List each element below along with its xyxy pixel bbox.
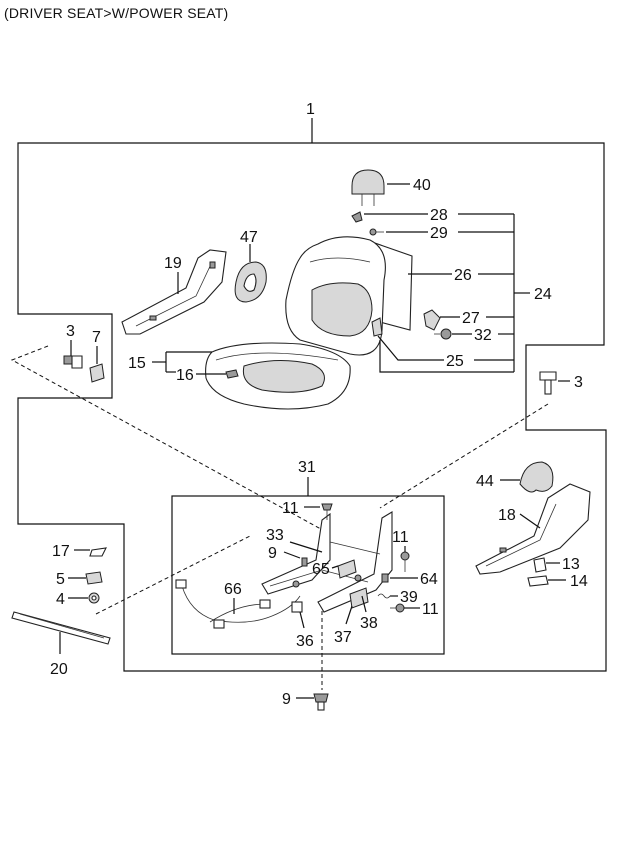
plug-14	[527, 575, 549, 587]
seat-cushion-15	[205, 342, 351, 410]
callout-3-left: 3	[66, 323, 75, 340]
callout-9-top: 9	[268, 545, 277, 562]
side-cover-19	[121, 249, 227, 335]
leader-25	[377, 335, 444, 361]
callout-28: 28	[430, 207, 448, 224]
leader-38	[361, 595, 367, 613]
callout-20: 20	[50, 661, 68, 678]
clip-28	[351, 211, 363, 223]
callout-17: 17	[52, 543, 70, 560]
screw-29	[369, 228, 384, 236]
callout-25: 25	[446, 353, 464, 370]
assembly-frame	[17, 142, 607, 672]
cover-47	[234, 261, 267, 303]
callout-31: 31	[298, 459, 316, 476]
callout-32: 32	[474, 327, 492, 344]
callout-24: 24	[534, 286, 552, 303]
seat-back-26	[285, 236, 413, 356]
leader-33	[289, 541, 323, 553]
bolt-32	[434, 328, 452, 340]
lever-27	[423, 309, 441, 331]
callout-36: 36	[296, 633, 314, 650]
callout-5: 5	[56, 571, 65, 588]
callout-19: 19	[164, 255, 182, 272]
callout-18: 18	[498, 507, 516, 524]
cap-13	[533, 557, 547, 573]
dashed-guide-harness	[95, 535, 251, 615]
callout-65: 65	[312, 561, 330, 578]
callout-33: 33	[266, 527, 284, 544]
callout-11-lower: 11	[422, 601, 439, 618]
callout-29: 29	[430, 225, 448, 242]
clip-5	[85, 571, 103, 585]
callout-39: 39	[400, 589, 418, 606]
callout-66: 66	[224, 581, 242, 598]
callout-26: 26	[454, 267, 472, 284]
leader-9-top	[283, 551, 301, 559]
callout-7: 7	[92, 329, 101, 346]
callout-13: 13	[562, 556, 580, 573]
dashed-guide-right	[379, 403, 549, 509]
clip-16	[225, 369, 239, 379]
bolt-3-left	[63, 355, 83, 369]
headrest-40	[351, 169, 385, 206]
leader-36	[299, 611, 305, 629]
knob-25	[371, 317, 383, 337]
bolt-11-right	[400, 551, 410, 572]
bolt-9-frame	[301, 557, 308, 567]
callout-47: 47	[240, 229, 258, 246]
spring-39	[377, 593, 391, 599]
callout-11-top: 11	[282, 500, 299, 517]
callout-4: 4	[56, 591, 65, 608]
callout-14: 14	[570, 573, 588, 590]
diagram-header: (DRIVER SEAT>W/POWER SEAT)	[4, 5, 229, 21]
callout-1: 1	[306, 101, 315, 118]
bolt-9-bottom	[313, 693, 329, 711]
bolt-11-top	[321, 503, 333, 520]
callout-64: 64	[420, 571, 438, 588]
wire-harness-66	[175, 579, 303, 629]
leader-65	[331, 565, 339, 569]
leader-18	[519, 513, 541, 529]
bolt-3-right	[539, 371, 557, 395]
nut-4	[88, 592, 100, 604]
cap-7	[89, 363, 105, 383]
callout-27: 27	[462, 310, 480, 327]
callout-15: 15	[128, 355, 146, 372]
callout-16: 16	[176, 367, 194, 384]
power-seat-frame	[261, 511, 393, 613]
screw-64	[381, 573, 389, 583]
pad-17	[89, 547, 107, 557]
leader-37	[345, 605, 353, 625]
side-cover-18	[475, 483, 591, 575]
dashed-guide-left	[10, 345, 331, 535]
callout-40: 40	[413, 177, 431, 194]
callout-44: 44	[476, 473, 494, 490]
leader-25-bottom	[379, 340, 514, 373]
rail-20	[11, 611, 111, 645]
callout-11-right: 11	[392, 529, 409, 546]
callout-3-right: 3	[574, 374, 583, 391]
cover-44	[519, 461, 554, 493]
callout-9-bottom: 9	[282, 691, 291, 708]
callout-38: 38	[360, 615, 378, 632]
callout-37: 37	[334, 629, 352, 646]
